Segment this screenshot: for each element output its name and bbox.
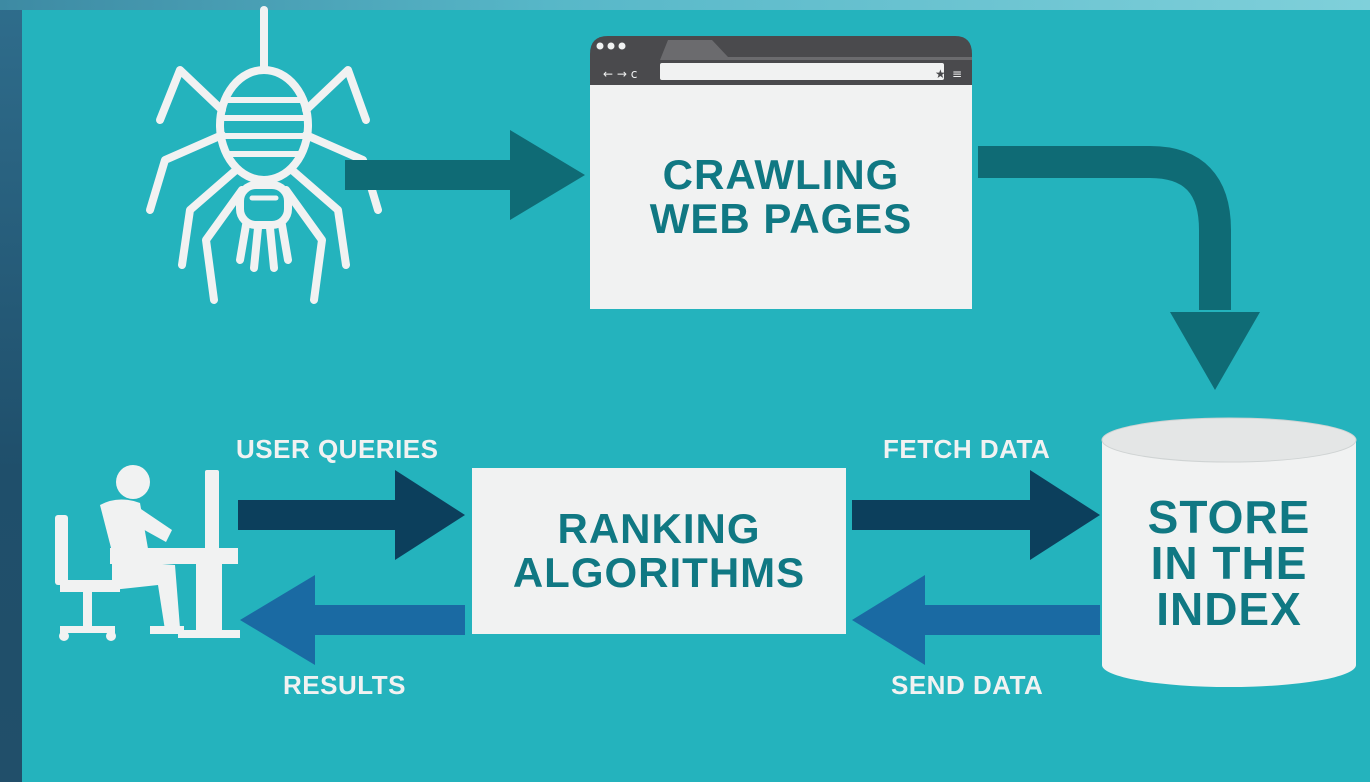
store-node: STORE IN THE INDEX [1147,491,1311,635]
label-send-data: SEND DATA [891,670,1044,700]
crawling-node: CRAWLING WEB PAGES [590,85,972,309]
svg-text:≡: ≡ [952,67,962,81]
database-cylinder-icon [1101,417,1357,687]
arrow-fetch-data [852,470,1100,560]
svg-text:★: ★ [935,67,946,81]
user-at-computer-icon [55,465,240,641]
browser-window-icon: ← → c ★ ≡ [590,36,972,85]
arrow-crawling-to-store [978,146,1260,390]
arrow-send-data [852,575,1100,665]
arrow-user-queries [238,470,465,560]
ranking-node: RANKING ALGORITHMS [472,468,846,634]
arrow-spider-to-crawling [345,130,585,220]
svg-text:← → c: ← → c [603,67,637,81]
label-fetch-data: FETCH DATA [883,434,1051,464]
top-frame-edge [0,0,1370,10]
left-frame-edge [0,0,22,782]
label-results: RESULTS [283,670,406,700]
spider-icon [146,6,382,304]
label-user-queries: USER QUERIES [236,434,439,464]
arrow-results [240,575,465,665]
